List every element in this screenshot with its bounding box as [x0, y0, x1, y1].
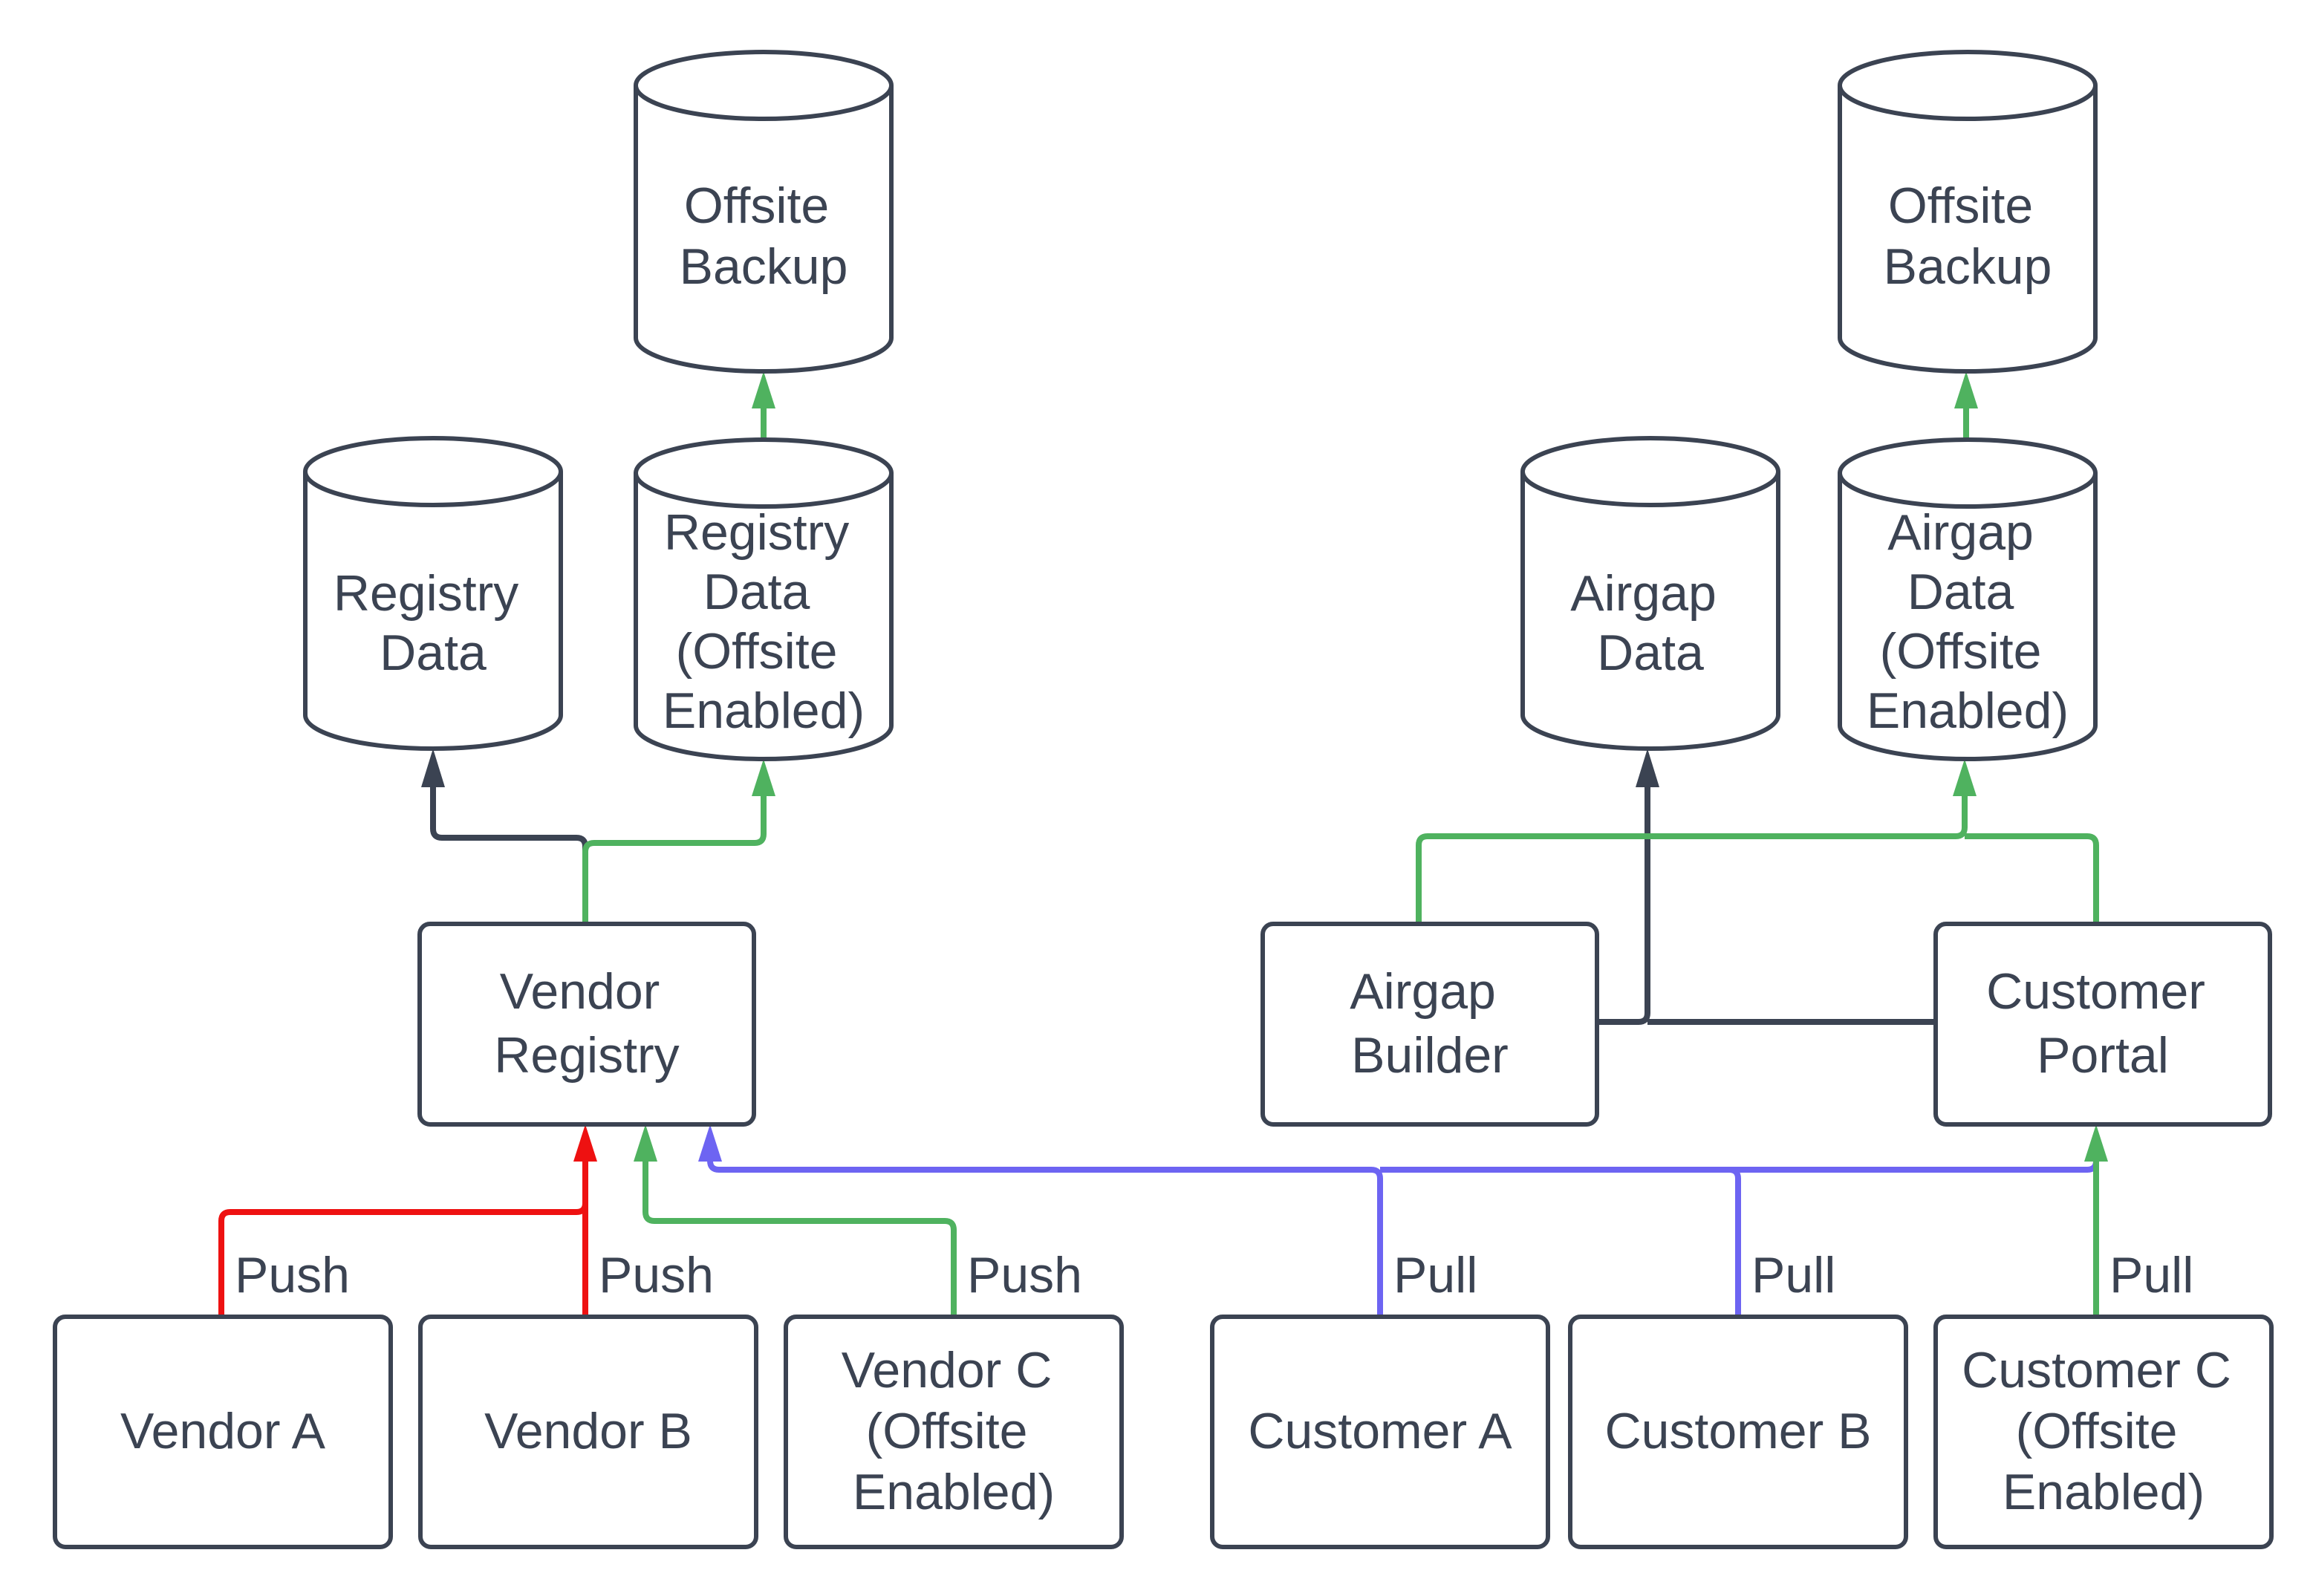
cylinder-top	[634, 50, 894, 121]
node-vendor-registry: Vendor Registry	[417, 922, 756, 1127]
node-label: Offsite Backup	[1884, 177, 2052, 295]
arrowhead-red-into-vendor-registry	[573, 1124, 597, 1162]
node-label: Customer Portal	[1986, 963, 2219, 1084]
arrowhead-into-registry-data	[421, 749, 445, 787]
edge-vendor-registry-to-registry-data	[430, 787, 588, 924]
node-label: Vendor Registry	[494, 963, 679, 1084]
node-customer-portal: Customer Portal	[1933, 922, 2272, 1127]
node-offsite-backup-right: Offsite Backup	[1838, 50, 2098, 374]
cylinder-top	[1520, 436, 1780, 507]
cylinder-body	[1520, 472, 1780, 751]
edge-label-push-vendor-a: Push	[235, 1247, 350, 1303]
cylinder-body	[303, 472, 563, 751]
node-label: Vendor A	[120, 1403, 326, 1459]
node-label: Airgap Data	[1570, 565, 1730, 681]
node-label: Customer A	[1248, 1403, 1512, 1459]
node-label: Customer C (Offsite Enabled)	[1962, 1342, 2245, 1520]
node-label: Vendor C (Offsite Enabled)	[842, 1342, 1066, 1520]
cylinder-top	[1838, 437, 2098, 509]
node-box	[1260, 922, 1599, 1127]
arrowhead-into-registry-data-offsite	[752, 759, 775, 796]
cylinder-body	[1838, 85, 2098, 374]
node-customer-a: Customer A	[1210, 1315, 1550, 1549]
cylinder-body	[634, 85, 894, 374]
node-registry-data-offsite: Registry Data (Offsite Enabled)	[634, 437, 894, 761]
arrowhead-into-airgap-data-offsite	[1953, 759, 1977, 796]
node-offsite-backup-left: Offsite Backup	[634, 50, 894, 374]
cylinder-body	[634, 473, 894, 761]
arrowhead-into-offsite-backup-left	[752, 371, 775, 408]
node-box	[1568, 1315, 1908, 1549]
arrowhead-blue-into-vendor-registry	[698, 1124, 722, 1162]
node-label: Vendor B	[484, 1403, 692, 1459]
edge-labels: Push Push Push Pull Pull Pull	[235, 1247, 2193, 1303]
edge-label-pull-customer-c: Pull	[2109, 1247, 2193, 1303]
edge-vendor-c-to-vendor-registry	[642, 1162, 957, 1317]
cylinder-top	[1838, 50, 2098, 121]
node-label: Airgap Builder	[1350, 963, 1509, 1084]
node-customer-c: Customer C (Offsite Enabled)	[1933, 1315, 2274, 1549]
node-vendor-c: Vendor C (Offsite Enabled)	[784, 1315, 1124, 1549]
node-box	[1933, 922, 2272, 1127]
node-label: Airgap Data (Offsite Enabled)	[1867, 504, 2069, 739]
edges-green	[582, 408, 2099, 1317]
node-box	[1933, 1315, 2274, 1549]
edge-label-push-vendor-c: Push	[967, 1247, 1082, 1303]
node-box	[1210, 1315, 1550, 1549]
cylinder-top	[303, 436, 563, 507]
node-box	[417, 922, 756, 1127]
node-airgap-builder: Airgap Builder	[1260, 922, 1599, 1127]
node-box	[418, 1315, 758, 1549]
edges-dark	[430, 787, 1936, 1025]
node-vendor-b: Vendor B	[418, 1315, 758, 1549]
node-vendor-a: Vendor A	[53, 1315, 393, 1549]
arrowhead-green-into-vendor-registry	[634, 1124, 657, 1162]
arrowhead-into-offsite-backup-right	[1954, 371, 1978, 408]
edges-red	[218, 1162, 588, 1317]
node-label: Customer B	[1605, 1403, 1872, 1459]
node-box	[53, 1315, 393, 1549]
node-box	[784, 1315, 1124, 1549]
edge-label-pull-customer-b: Pull	[1751, 1247, 1835, 1303]
edge-label-pull-customer-a: Pull	[1393, 1247, 1477, 1303]
node-airgap-data-offsite: Airgap Data (Offsite Enabled)	[1838, 437, 2098, 761]
node-label: Registry Data	[334, 565, 533, 681]
cylinder-body	[1838, 473, 2098, 761]
edge-blue-to-customer-portal	[1380, 1156, 2099, 1173]
node-label: Offsite Backup	[680, 177, 848, 295]
edge-airgap-builder-to-airgap-data	[1597, 787, 1650, 1025]
edge-customer-portal-to-airgap-data-offsite	[1965, 833, 2099, 924]
node-registry-data: Registry Data	[303, 436, 563, 751]
edge-label-push-vendor-b: Push	[599, 1247, 714, 1303]
edge-customer-a-to-vendor-registry	[707, 1160, 1383, 1317]
edge-vendor-registry-to-registry-data-offsite	[582, 796, 767, 924]
arrowheads	[421, 371, 2108, 1162]
arrowhead-green-into-customer-portal	[2084, 1124, 2108, 1162]
node-customer-b: Customer B	[1568, 1315, 1908, 1549]
node-label: Registry Data (Offsite Enabled)	[663, 504, 865, 739]
arrowhead-into-airgap-data	[1636, 749, 1659, 787]
edge-airgap-builder-to-airgap-data-offsite	[1416, 796, 1968, 924]
cylinder-top	[634, 437, 894, 509]
edge-customer-b-to-vendor-registry	[1728, 1167, 1741, 1317]
node-airgap-data: Airgap Data	[1520, 436, 1780, 751]
